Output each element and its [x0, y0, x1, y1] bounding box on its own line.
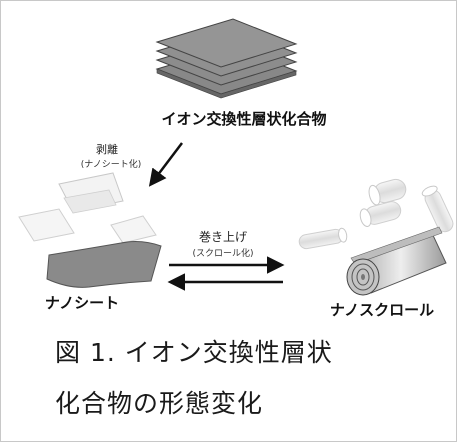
small-scrolls	[298, 178, 454, 250]
layered-compound-stack	[155, 18, 298, 99]
nanosheet-label: ナノシート	[45, 294, 119, 312]
exfoliated-sheets	[18, 172, 157, 244]
nanoscroll-shape	[346, 226, 447, 296]
nanosheet-shape	[46, 241, 162, 288]
layered-compound-label: イオン交換性層状化合物	[161, 110, 326, 128]
figure-caption-line-1: 図 1. イオン交換性層状	[55, 338, 333, 367]
exfoliation-arrow	[148, 142, 183, 187]
exfoliation-label: 剥離	[96, 142, 118, 156]
morphology-diagram: イオン交換性層状化合物 剥離 (ナノシート化) ナノシート 巻き上げ (スクロー…	[18, 18, 454, 319]
nanoscroll-label: ナノスクロール	[330, 301, 434, 319]
rollup-sub-label: (スクロール化)	[192, 247, 253, 259]
exfoliation-sub-label: (ナノシート化)	[81, 158, 142, 170]
figure-caption-line-2: 化合物の形態変化	[55, 389, 264, 418]
rollup-label: 巻き上げ	[199, 230, 247, 244]
